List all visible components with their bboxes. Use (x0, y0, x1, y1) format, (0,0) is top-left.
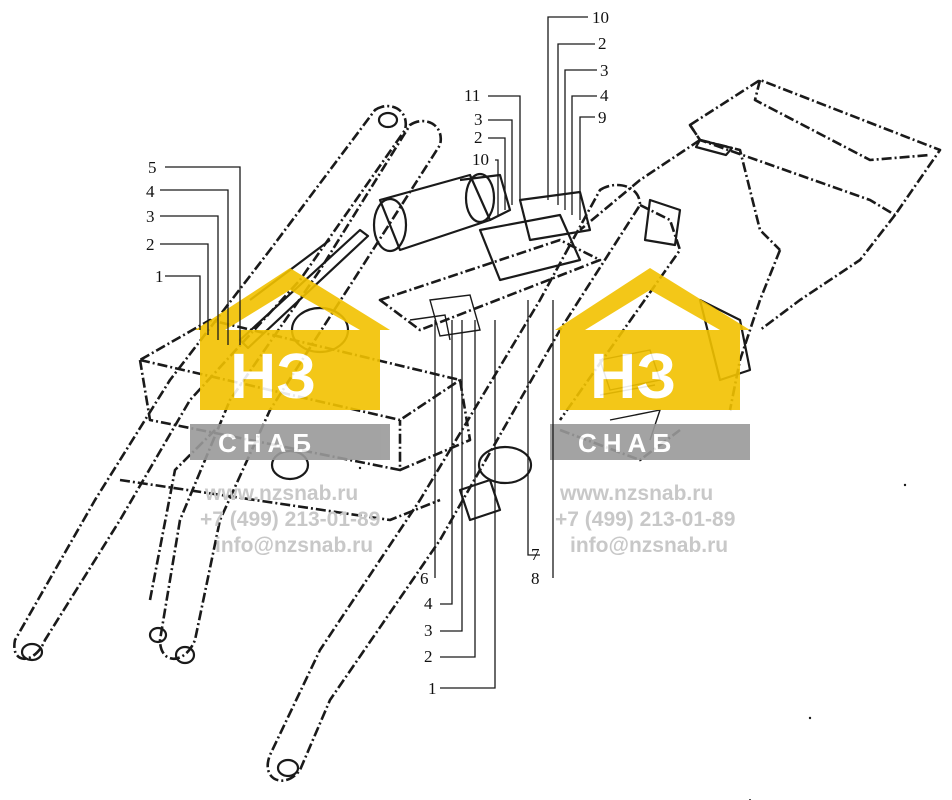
logo-roof (195, 268, 390, 330)
left-boom-arm-outer (13, 104, 408, 662)
logo-letters: НЗ (230, 340, 316, 412)
callout-label: 8 (531, 569, 540, 588)
callouts-left: 5 4 3 2 1 (146, 158, 164, 286)
leader-lines (160, 16, 597, 689)
callout-label: 1 (155, 267, 164, 286)
callout-label: 2 (146, 235, 155, 254)
callout-label: 3 (474, 110, 483, 129)
pivot-assembly (270, 190, 592, 522)
callout-label: 1 (428, 679, 437, 698)
callout-label: 4 (600, 86, 609, 105)
callout-label: 3 (146, 207, 155, 226)
watermark-logo-right: НЗ СНАБ (550, 268, 750, 460)
callout-label: 4 (424, 594, 433, 613)
callout-label: 2 (474, 128, 483, 147)
watermark-phone: +7 (499) 213-01-89 (555, 508, 735, 531)
logo-brand-text: СНАБ (578, 428, 677, 458)
callout-label: 10 (472, 150, 489, 169)
callouts-top: 10 2 3 4 9 11 3 2 10 (464, 8, 609, 169)
callout-label: 5 (148, 158, 157, 177)
callout-label: 6 (420, 569, 429, 588)
watermark-email: info@nzsnab.ru (215, 534, 373, 557)
logo-brand-bar (190, 424, 390, 460)
callout-label: 3 (600, 61, 609, 80)
logo-brand-text: СНАБ (218, 428, 317, 458)
callout-label: 2 (424, 647, 433, 666)
watermark-email: info@nzsnab.ru (570, 534, 728, 557)
callout-label: 3 (424, 621, 433, 640)
watermark-contacts-left: www.nzsnab.ru +7 (499) 213-01-89 info@nz… (200, 482, 380, 557)
logo-block (560, 330, 740, 410)
callout-label: 2 (598, 34, 607, 53)
callout-label: 10 (592, 8, 609, 27)
callout-label: 4 (146, 182, 155, 201)
callout-label: 9 (598, 108, 607, 127)
callout-label: 11 (464, 86, 480, 105)
watermark-website: www.nzsnab.ru (204, 482, 358, 505)
watermark-logo-left: НЗ СНАБ (190, 268, 390, 460)
logo-roof (555, 268, 750, 330)
logo-block (200, 330, 380, 410)
watermark-contacts-right: www.nzsnab.ru +7 (499) 213-01-89 info@nz… (555, 482, 735, 557)
watermark-phone: +7 (499) 213-01-89 (200, 508, 380, 531)
callout-label: 7 (531, 545, 540, 564)
watermark-website: www.nzsnab.ru (559, 482, 713, 505)
logo-letters: НЗ (590, 340, 676, 412)
callouts-bottom: 7 8 6 4 3 2 1 (420, 545, 540, 698)
logo-brand-bar (550, 424, 750, 460)
tilt-cylinder (372, 172, 512, 253)
